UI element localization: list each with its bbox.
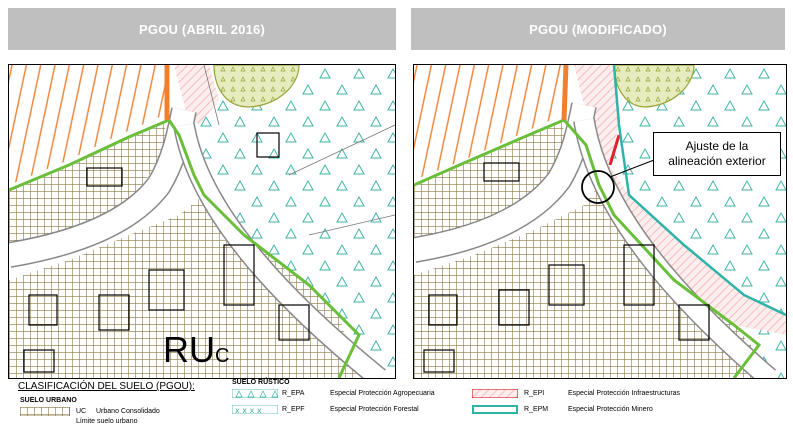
map-right [413,64,787,379]
map-left [8,64,396,379]
legend-epa-label: Especial Protección Agropecuaria [330,390,435,397]
legend-epa-swatch [232,389,278,398]
urban-area-bottom [414,185,759,378]
map-title-right: PGOU (MODIFICADO) [411,8,785,50]
legend-epm-code: R_EPM [524,406,549,413]
adjustment-circle [581,170,615,204]
agro-zone [213,65,300,108]
adjustment-callout: Ajuste de la alineación exterior [653,132,781,176]
urban-area-top [9,123,169,245]
map-right-drawing [414,65,786,378]
urban-area-top [414,120,566,240]
legend-title: CLASIFICACIÓN DEL SUELO (PGOU): [18,381,195,392]
map-title-left: PGOU (ABRIL 2016) [8,8,396,50]
legend-epi-swatch [472,389,518,398]
legend-epi-label: Especial Protección Infraestructuras [568,390,681,397]
orange-hatch-zone [9,65,169,185]
legend-epf-swatch: x x x x [232,405,278,414]
map-legend: CLASIFICACIÓN DEL SUELO (PGOU): SUELO UR… [0,379,793,425]
legend-urbano-heading: SUELO URBANO [20,397,77,404]
svg-text:x x x x: x x x x [235,406,262,414]
legend-uc-swatch [20,407,70,416]
agro-zone [613,65,695,108]
zone-label-ruc: RUC [163,329,230,370]
legend-limit-label: Límite suelo urbano [76,418,138,425]
map-left-drawing [9,65,395,378]
legend-uc-label: Urbano Consolidado [96,408,160,415]
legend-epf-code: R_EPF [282,406,305,413]
legend-epi-code: R_EPI [524,390,545,397]
legend-epf-label: Especial Protección Forestal [330,406,419,413]
orange-hatch-zone [414,65,564,180]
legend-rustico-heading: SUELO RÚSTICO [232,379,290,386]
minero-line [617,124,786,317]
urban-limit-line [414,118,762,378]
legend-epm-swatch [472,405,518,414]
legend-epm-label: Especial Protección Minero [568,406,653,413]
forest-zone [179,65,395,378]
urban-limit-line [9,118,361,378]
callout-line-1: Ajuste de la [685,139,749,153]
infra-red-line [608,134,621,166]
legend-uc-code: UC [76,408,87,415]
legend-epa-code: R_EPA [282,390,305,397]
callout-line-2: alineación exterior [668,154,766,168]
